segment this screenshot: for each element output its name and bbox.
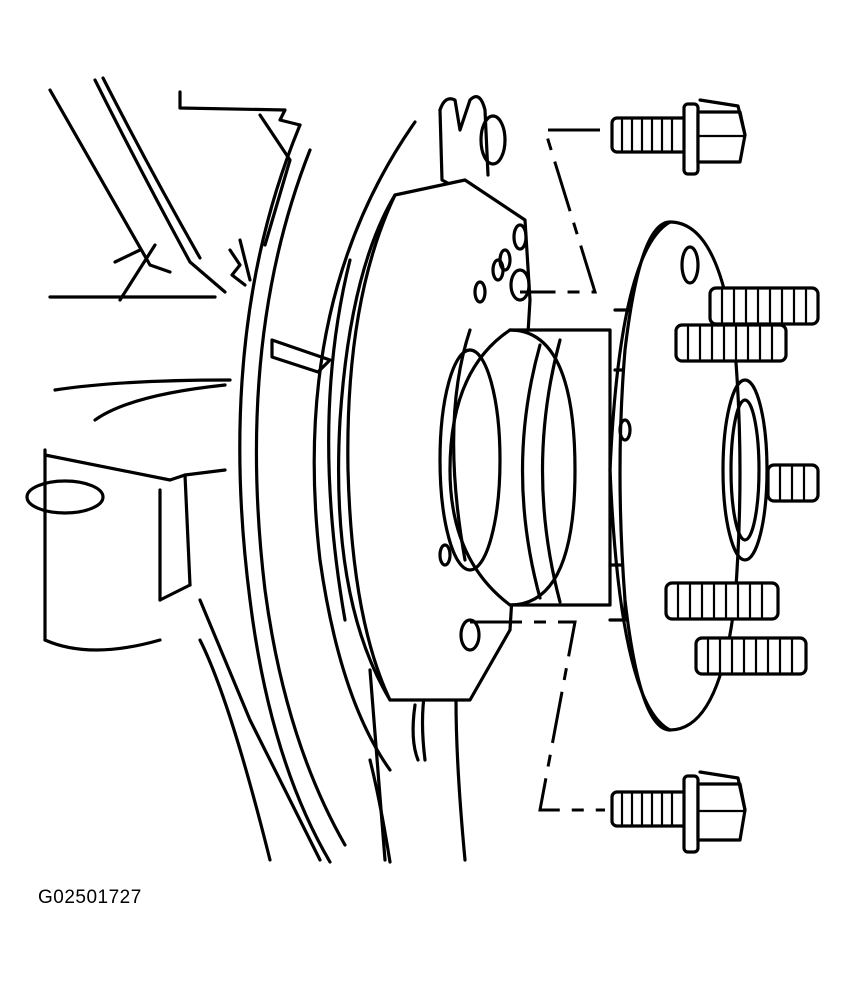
wheel-stud — [766, 463, 820, 503]
bolt-alignment-leaders — [470, 128, 605, 812]
wheel-stud — [674, 323, 788, 363]
steering-knuckle — [25, 76, 322, 862]
wheel-hub-bearing-assembly — [438, 308, 632, 622]
wheel-stud — [708, 286, 820, 326]
brake-rotor-shield — [238, 95, 507, 864]
hub-mounting-bolt-bottom — [610, 770, 747, 854]
figure-id-label: G02501727 — [38, 887, 142, 908]
wheel-stud — [694, 636, 808, 676]
hub-mounting-bolt-top — [610, 98, 747, 176]
wheel-studs — [664, 286, 820, 676]
wheel-stud — [664, 581, 780, 621]
